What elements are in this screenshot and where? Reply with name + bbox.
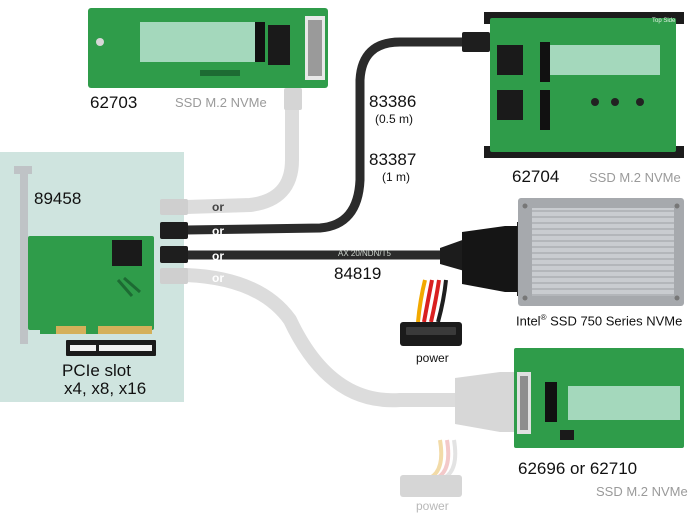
code-84819: 84819 bbox=[334, 264, 382, 283]
adapter-62703-board bbox=[88, 8, 328, 88]
faded-plug-top bbox=[160, 199, 188, 215]
length-83386: (0.5 m) bbox=[375, 112, 414, 126]
faded-u2-connector bbox=[400, 370, 527, 497]
or-label-2: or bbox=[212, 224, 224, 238]
adapter-62696-board bbox=[514, 348, 684, 448]
desc-62696: SSD M.2 NVMe bbox=[596, 484, 688, 499]
faded-cable-top bbox=[179, 89, 299, 214]
code-62704: 62704 bbox=[512, 167, 560, 186]
plug-62704 bbox=[462, 32, 490, 52]
code-62696-62710: 62696 or 62710 bbox=[518, 459, 638, 478]
or-label-1: or bbox=[212, 200, 224, 214]
desc-62703: SSD M.2 NVMe bbox=[175, 95, 267, 110]
top-side-print-62704: Top Side bbox=[652, 18, 676, 24]
plug-cable-84819 bbox=[160, 246, 188, 263]
code-83386: 83386 bbox=[369, 92, 417, 111]
faded-plug-bottom bbox=[160, 268, 188, 284]
pcie-slot-widths: x4, x8, x16 bbox=[64, 379, 147, 398]
power-label-faded: power bbox=[416, 499, 449, 513]
code-62703: 62703 bbox=[90, 93, 138, 112]
faded-cable-bottom bbox=[179, 268, 469, 408]
intel-ssd-drive bbox=[518, 198, 684, 306]
intel-ssd-label: Intel® SSD 750 Series NVMe bbox=[516, 313, 683, 329]
u2-connector bbox=[400, 222, 529, 346]
or-label-3: or bbox=[212, 249, 224, 263]
cable-83386 bbox=[181, 37, 475, 235]
length-83387: (1 m) bbox=[382, 170, 410, 184]
desc-62704: SSD M.2 NVMe bbox=[589, 170, 681, 185]
faded-connector-top bbox=[284, 88, 302, 110]
or-label-4: or bbox=[212, 271, 224, 285]
code-83387: 83387 bbox=[369, 150, 417, 169]
code-89458: 89458 bbox=[34, 189, 82, 208]
plug-cable-83386 bbox=[160, 222, 188, 239]
cable-print-text: AX 20/NDN/T5 bbox=[338, 249, 391, 258]
pcie-slot bbox=[66, 340, 156, 356]
power-label: power bbox=[416, 351, 449, 365]
adapter-62704-board bbox=[484, 12, 684, 158]
pcie-card-89458 bbox=[14, 166, 154, 344]
pcie-slot-title: PCIe slot bbox=[62, 361, 131, 380]
